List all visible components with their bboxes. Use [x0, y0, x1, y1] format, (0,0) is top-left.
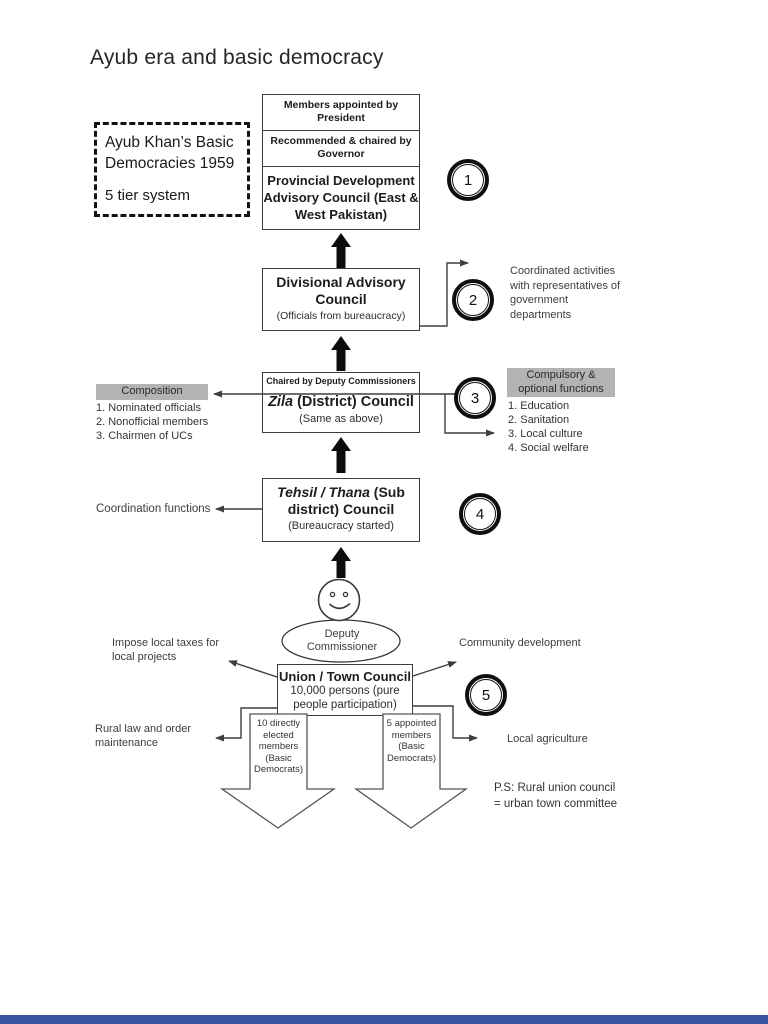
tier2-box: Divisional Advisory Council (Officials f…: [262, 268, 420, 331]
coordination-annotation: Coordination functions: [96, 503, 211, 515]
legend-box: Ayub Khan’s Basic Democracies 1959 5 tie…: [94, 122, 250, 217]
functions-heading: Compulsory & optional functions: [507, 368, 615, 397]
tier5-title: Union / Town Council: [279, 669, 411, 684]
tier1-cell-recommended: Recommended & chaired by Governor: [263, 131, 419, 167]
tier4-number: 4: [464, 498, 496, 530]
tier4-box: Tehsil / Thana (Sub district) Council (B…: [262, 478, 420, 542]
smiley-mouth-icon: [328, 602, 351, 610]
tier5-number: 5: [470, 679, 502, 711]
tier1-box: Members appointed by President Recommend…: [262, 94, 420, 230]
composition-list: 1. Nominated officials 2. Nonofficial me…: [96, 401, 208, 443]
composition-heading: Composition: [96, 384, 208, 400]
tier5-box: Union / Town Council 10,000 persons (pur…: [277, 664, 413, 716]
up-arrow-icon: [331, 547, 351, 578]
tier4-title: Tehsil / Thana (Sub district) Council: [263, 484, 419, 518]
appointed-members-column: 5 appointed members (Basic Democrats): [386, 718, 437, 764]
tier2-title: Divisional Advisory Council: [276, 274, 406, 307]
deputy-commissioner-label: Deputy Commissioner: [306, 628, 378, 653]
composition-item: 2. Nonofficial members: [96, 416, 209, 428]
tier4-number-badge: 4: [459, 493, 501, 535]
smiley-eye-icon: [342, 591, 349, 598]
taxes-annotation: Impose local taxes for local projects: [112, 637, 219, 663]
tier5-number-badge: 5: [465, 674, 507, 716]
tier3-note: (Same as above): [299, 413, 383, 425]
community-annotation: Community development: [459, 637, 581, 649]
functions-item: 3. Local culture: [508, 428, 583, 440]
tier3-title-rest: (District) Council: [293, 394, 414, 410]
tier2-note: (Officials from bureaucracy): [276, 310, 406, 322]
tier3-number: 3: [459, 382, 491, 414]
functions-item: 4. Social welfare: [508, 442, 589, 454]
tier1-number-badge: 1: [447, 159, 489, 201]
tier3-box: Chaired by Deputy Commissioners Zila (Di…: [262, 372, 420, 433]
composition-item: 3. Chairmen of UCs: [96, 430, 193, 442]
tier1-cell-council: Provincial Development Advisory Council …: [263, 173, 419, 222]
tier3-title: Zila (District) Council: [263, 394, 419, 411]
viewer-footer-bar: [0, 1015, 768, 1024]
tier2-annotation: Coordinated activities with representati…: [510, 265, 621, 321]
legend-line2: Democracies 1959: [105, 155, 235, 172]
up-arrow-icon: [331, 336, 351, 371]
smiley-eye-icon: [329, 591, 336, 598]
up-arrow-icon: [331, 233, 351, 268]
tier3-header: Chaired by Deputy Commissioners: [266, 376, 416, 386]
tier1-number: 1: [452, 164, 484, 196]
tier5-note: 10,000 persons (pure people participatio…: [290, 685, 400, 711]
tier4-note: (Bureaucracy started): [288, 520, 394, 532]
elected-members-column: 10 directly elected members (Basic Democ…: [253, 718, 304, 775]
tier2-number: 2: [457, 284, 489, 316]
tier4-title-rest: (Sub district) Council: [287, 484, 405, 517]
ps-note: P.S: Rural union council = urban town co…: [494, 782, 618, 810]
connector-tier5-taxes: [228, 660, 278, 678]
law-order-annotation: Rural law and order maintenance: [95, 723, 191, 749]
functions-item: 2. Sanitation: [508, 414, 570, 426]
composition-item: 1. Nominated officials: [96, 402, 201, 414]
legend-subtitle: 5 tier system: [105, 187, 191, 204]
tier3-number-badge: 3: [454, 377, 496, 419]
smiley-face-icon: [317, 578, 361, 622]
connector-tier5-community: [412, 661, 457, 677]
tier2-number-badge: 2: [452, 279, 494, 321]
agriculture-annotation: Local agriculture: [507, 733, 588, 745]
tier4-title-italic: Tehsil / Thana: [277, 484, 370, 500]
up-arrow-icon: [331, 437, 351, 473]
functions-item: 1. Education: [508, 400, 570, 412]
tier3-title-italic: Zila: [268, 394, 294, 410]
legend-line1: Ayub Khan’s Basic: [105, 134, 234, 151]
tier1-cell-members: Members appointed by President: [263, 95, 419, 131]
page-title: Ayub era and basic democracy: [90, 46, 384, 69]
functions-list: 1. Education 2. Sanitation 3. Local cult…: [508, 399, 589, 455]
